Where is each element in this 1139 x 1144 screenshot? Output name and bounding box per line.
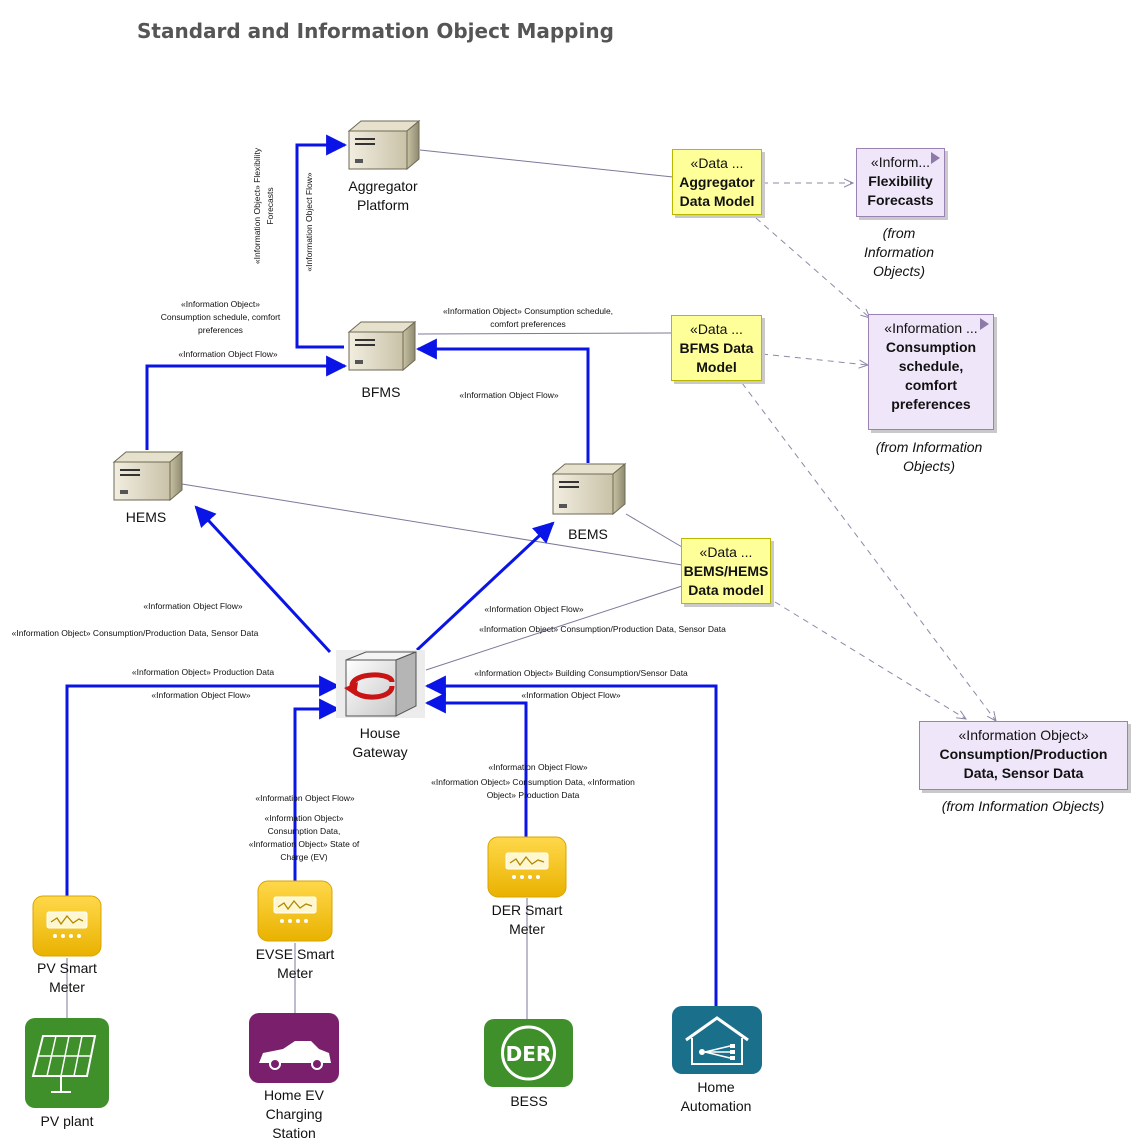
evse-smart-meter-label: EVSE Smart Meter xyxy=(255,946,335,981)
home-ev-charging-label: Home EV Charging Station xyxy=(264,1087,324,1141)
flow-label-home-automation-flow: «Information Object Flow» xyxy=(521,690,621,700)
der-badge-text: DER xyxy=(506,1042,552,1066)
der-badge-icon[interactable]: DER xyxy=(484,1019,573,1087)
element-marker-icon xyxy=(980,318,989,330)
bems-hems-data-model-box[interactable]: «Data ... BEMS/HEMS Data model xyxy=(681,538,771,604)
aggregator-data-model-box[interactable]: «Data ... Aggregator Data Model xyxy=(672,149,762,215)
info-object-name: Flexibility Forecasts xyxy=(867,173,934,208)
flow-label-evse-object: «Information Object» Consumption Data, «… xyxy=(248,813,360,862)
flow-label-gateway-bems-flow: «Information Object Flow» xyxy=(484,604,584,614)
data-model-name: Aggregator Data Model xyxy=(679,174,755,209)
flow-label-bfms-datamodel-object: «Information Object» Consumption schedul… xyxy=(442,306,614,329)
aggregator-server-icon[interactable] xyxy=(347,119,421,171)
solar-panel-icon[interactable] xyxy=(25,1018,109,1108)
element-marker-icon xyxy=(931,152,940,164)
hems-server-icon[interactable] xyxy=(112,450,184,502)
der-smart-meter-label: DER Smart Meter xyxy=(491,902,563,937)
information-flows xyxy=(65,134,718,1006)
diagram-title: Standard and Information Object Mapping xyxy=(137,19,614,43)
stereotype-label: «Data ... xyxy=(690,321,743,337)
flow-label-gateway-hems-flow: «Information Object Flow» xyxy=(143,601,243,611)
info-object-name: Consumption schedule, comfort preference… xyxy=(885,339,977,412)
flow-label-der-object: «Information Object» Consumption Data, «… xyxy=(431,777,635,800)
flow-label-hems-bfms-object: «Information Object» Consumption schedul… xyxy=(160,299,281,335)
pv-smart-meter-label: PV Smart Meter xyxy=(37,960,97,995)
data-model-name: BEMS/HEMS Data model xyxy=(683,563,769,598)
from-note: (from Information Objects) xyxy=(941,798,1105,814)
stereotype-label: «Data ... xyxy=(690,155,744,171)
consumption-schedule-box[interactable]: «Information ... Consumption schedule, c… xyxy=(868,314,994,430)
stereotype-label: «Information ... xyxy=(884,320,978,336)
from-note: (from Information Objects) xyxy=(863,225,935,279)
info-object-name: Consumption/Production Data, Sensor Data xyxy=(939,746,1108,781)
flow-label-bems-bfms-flow: «Information Object Flow» xyxy=(459,390,559,400)
house-gateway-label: House Gateway xyxy=(352,725,408,760)
bfms-server-icon[interactable] xyxy=(347,320,417,372)
dependency-lines xyxy=(741,183,996,721)
consumption-production-data-box[interactable]: «Information Object» Consumption/Product… xyxy=(919,721,1128,790)
bess-label: BESS xyxy=(510,1093,548,1109)
from-note: (from Information Objects) xyxy=(875,439,983,474)
bems-server-icon[interactable] xyxy=(551,462,627,516)
home-automation-label: Home Automation xyxy=(680,1079,752,1114)
flow-label-gateway-hems-object: «Information Object» Consumption/Product… xyxy=(11,628,259,638)
flow-label-der-flow: «Information Object Flow» xyxy=(488,762,588,772)
evse-smart-meter-icon[interactable] xyxy=(257,880,333,942)
hems-label: HEMS xyxy=(125,509,167,525)
pv-plant-label: PV plant xyxy=(40,1113,94,1129)
flow-label-hems-bfms-flow: «Information Object Flow» xyxy=(178,349,278,359)
flexibility-forecasts-box[interactable]: «Inform... Flexibility Forecasts xyxy=(856,148,945,217)
flow-label-pv-flow: «Information Object Flow» xyxy=(151,690,251,700)
pv-smart-meter-icon[interactable] xyxy=(32,895,102,957)
flow-label-aggregator-flow: «Information Object Flow» xyxy=(304,172,314,272)
stereotype-label: «Inform... xyxy=(870,154,931,170)
flow-label-flexibility-object: «Information Object» Flexibility Forecas… xyxy=(252,147,275,265)
association-lines xyxy=(66,149,683,1020)
electric-car-icon[interactable] xyxy=(249,1013,339,1083)
gateway-cube-icon[interactable] xyxy=(336,650,425,718)
bems-label: BEMS xyxy=(568,526,608,542)
home-automation-icon[interactable] xyxy=(672,1006,762,1074)
flow-label-evse-flow: «Information Object Flow» xyxy=(255,793,355,803)
data-model-name: BFMS Data Model xyxy=(679,340,754,375)
stereotype-label: «Information Object» xyxy=(958,727,1089,743)
bfms-label: BFMS xyxy=(361,384,401,400)
flow-label-gateway-bems-object: «Information Object» Consumption/Product… xyxy=(479,624,726,634)
der-smart-meter-icon[interactable] xyxy=(487,836,567,898)
flow-label-home-automation-object: «Information Object» Building Consumptio… xyxy=(474,668,688,678)
stereotype-label: «Data ... xyxy=(699,544,753,560)
aggregator-platform-label: Aggregator Platform xyxy=(348,178,418,213)
flow-label-pv-object: «Information Object» Production Data xyxy=(131,667,275,677)
bfms-data-model-box[interactable]: «Data ... BFMS Data Model xyxy=(671,315,762,381)
